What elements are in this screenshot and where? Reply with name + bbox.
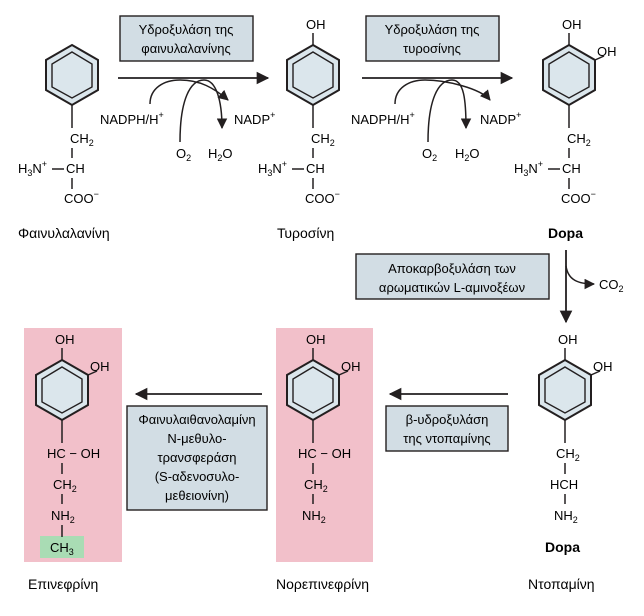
amino-group: H3N+ bbox=[514, 159, 543, 178]
hydroxyl-group: OH bbox=[597, 44, 617, 59]
dopa-name: Dopa bbox=[548, 225, 583, 241]
ch2-group: CH2 bbox=[70, 131, 94, 148]
hch-group: HCH bbox=[550, 477, 578, 492]
hydroxyl-group: OH bbox=[306, 17, 326, 32]
phenylalanine-name: Φαινυλαλανίνη bbox=[18, 225, 110, 241]
ch2-group: CH2 bbox=[304, 477, 328, 494]
o2-label: O2 bbox=[176, 146, 191, 163]
carboxylate-group: COO− bbox=[64, 189, 99, 206]
hydroxyl-group: OH bbox=[55, 332, 75, 347]
enzyme-label-line: μεθειονίνη) bbox=[165, 488, 229, 503]
co2-release-curve bbox=[565, 265, 596, 290]
co2-label: CO2 bbox=[599, 277, 624, 294]
o2-label: O2 bbox=[422, 146, 437, 163]
enzyme-box-aromatic-decarboxylase: Αποκαρβοξυλάση των αρωματικών L-αμινοξέω… bbox=[355, 253, 550, 300]
norepinephrine-structure: OH OH HC − OH CH2 NH2 bbox=[286, 332, 361, 525]
hydroxyl-group: OH bbox=[90, 359, 110, 374]
ch2-group: CH2 bbox=[311, 131, 335, 148]
dopamine-structure: OH OH CH2 HCH NH2 bbox=[538, 332, 613, 525]
cofactor-curve bbox=[394, 79, 491, 105]
ch2-group: CH2 bbox=[567, 131, 591, 148]
amino-group: H3N+ bbox=[18, 159, 47, 178]
hydroxyl-group: OH bbox=[306, 332, 326, 347]
benzene-ring bbox=[542, 43, 596, 107]
nadp-label: NADP+ bbox=[234, 110, 275, 127]
epinephrine-name: Επινεφρίνη bbox=[28, 576, 98, 592]
benzene-inner-ring bbox=[51, 51, 93, 99]
benzene-inner-ring bbox=[292, 366, 334, 414]
enzyme-box-pnmt: Φαινυλαιθανολαμίνη N-μεθυλο- τρανσφεράση… bbox=[126, 405, 268, 511]
hydroxyl-group: OH bbox=[558, 332, 578, 347]
nadp-label: NADP+ bbox=[480, 110, 521, 127]
benzene-inner-ring bbox=[292, 51, 334, 99]
enzyme-label-line: Αποκαρβοξυλάση των bbox=[388, 261, 516, 276]
enzyme-label-line: αρωματικών L-αμινοξέων bbox=[379, 280, 525, 295]
hydroxyl-group: OH bbox=[562, 17, 582, 32]
dopamine-name: Ντοπαμίνη bbox=[528, 576, 595, 592]
nh2-group: NH2 bbox=[302, 508, 326, 525]
enzyme-box-dopamine-beta-hydroxylase: β-υδροξυλάση της ντοπαμίνης bbox=[385, 405, 509, 452]
hydroxyl-group: OH bbox=[593, 359, 613, 374]
hydroxyl-group: OH bbox=[341, 359, 361, 374]
carboxylate-group: COO− bbox=[305, 189, 340, 206]
benzene-ring bbox=[538, 358, 592, 422]
benzene-inner-ring bbox=[544, 366, 586, 414]
enzyme-label-line: φαινυλαλανίνης bbox=[141, 41, 230, 56]
enzyme-box-phenylalanine-hydroxylase: Υδροξυλάση της φαινυλαλανίνης bbox=[119, 15, 254, 62]
benzene-inner-ring bbox=[548, 51, 590, 99]
enzyme-label-line: (S-αδενοσυλο- bbox=[155, 469, 240, 484]
ch2-group: CH2 bbox=[53, 477, 77, 494]
phenylalanine-structure: CH2 H3N+ CH COO− bbox=[18, 43, 99, 206]
dopamine-ring-label: Dopa bbox=[545, 539, 580, 555]
norepinephrine-name: Νορεπινεφρίνη bbox=[276, 576, 369, 592]
carboxylate-group: COO− bbox=[561, 189, 596, 206]
cofactor-curve bbox=[427, 79, 472, 143]
enzyme-label-line: τρανσφεράση bbox=[158, 450, 237, 465]
enzyme-label-line: Υδροξυλάση της bbox=[385, 22, 480, 37]
benzene-ring bbox=[45, 43, 99, 107]
amino-group: H3N+ bbox=[258, 159, 287, 178]
enzyme-box-tyrosine-hydroxylase: Υδροξυλάση της τυροσίνης bbox=[365, 15, 500, 62]
enzyme-label-line: β-υδροξυλάση bbox=[406, 412, 489, 427]
ch2-group: CH2 bbox=[556, 446, 580, 463]
nadph-label: NADPH/H+ bbox=[100, 110, 164, 127]
enzyme-label-line: N-μεθυλο- bbox=[167, 431, 226, 446]
alpha-carbon: CH bbox=[66, 161, 85, 176]
tyrosine-structure: OH CH2 H3N+ CH COO− bbox=[258, 17, 340, 206]
h2o-label: H2O bbox=[208, 146, 233, 163]
nh2-group: NH2 bbox=[554, 508, 578, 525]
alpha-carbon: CH bbox=[306, 161, 325, 176]
nadph-label: NADPH/H+ bbox=[351, 110, 415, 127]
enzyme-label-line: της ντοπαμίνης bbox=[403, 431, 490, 446]
enzyme-label-line: Υδροξυλάση της bbox=[139, 22, 234, 37]
h2o-label: H2O bbox=[455, 146, 480, 163]
dopa-structure: OH OH CH2 H3N+ CH COO− bbox=[514, 17, 617, 206]
enzyme-label-line: Φαινυλαιθανολαμίνη bbox=[138, 412, 255, 427]
nh-group: NH2 bbox=[51, 508, 75, 525]
benzene-ring bbox=[286, 43, 340, 107]
tyrosine-name: Τυροσίνη bbox=[277, 225, 334, 241]
alpha-carbon: CH bbox=[562, 161, 581, 176]
cofactor-curve bbox=[179, 79, 228, 143]
benzene-inner-ring bbox=[41, 366, 83, 414]
methyl-highlight bbox=[40, 536, 84, 558]
hc-oh-group: HC − OH bbox=[47, 446, 100, 461]
hc-oh-group: HC − OH bbox=[298, 446, 351, 461]
methyl-group: CH3 bbox=[50, 540, 74, 557]
epinephrine-structure: OH OH HC − OH CH2 NH2 CH3 bbox=[35, 332, 110, 557]
enzyme-label-line: τυροσίνης bbox=[403, 41, 461, 56]
